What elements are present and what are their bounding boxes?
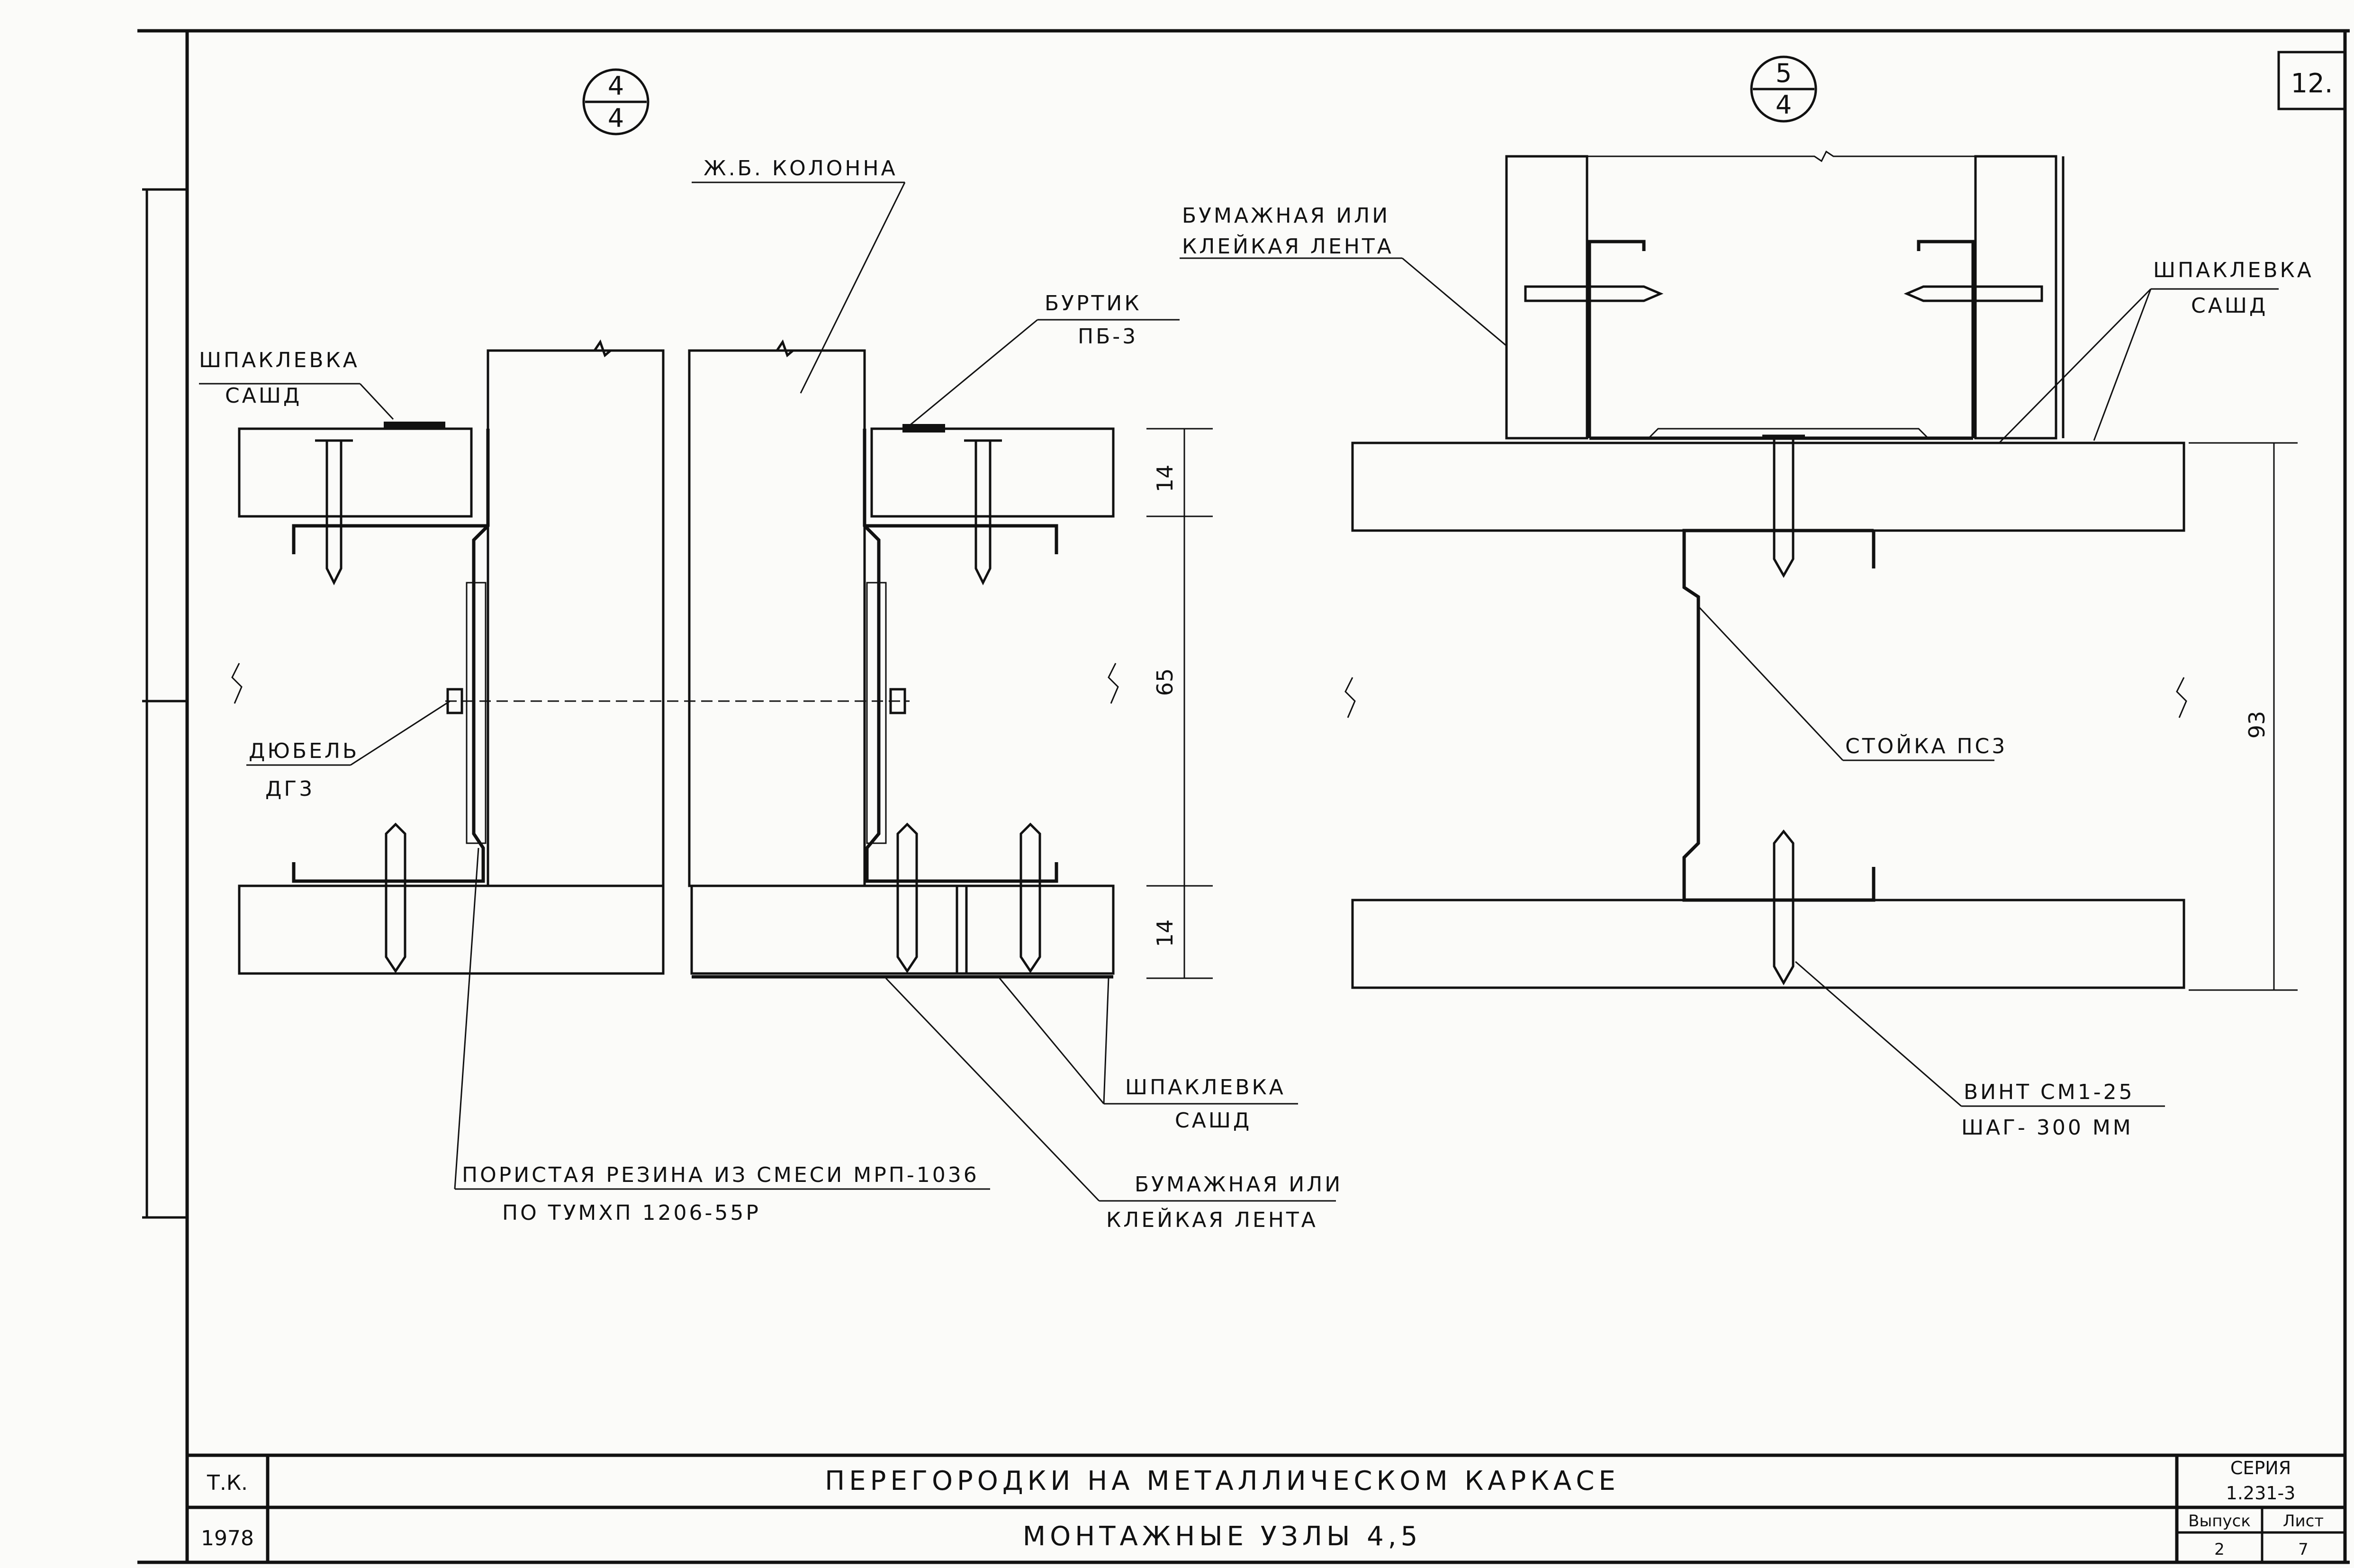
detail-marker-5: 5 4	[1750, 55, 1817, 123]
label-putty-bottom-2: САШД	[1175, 1108, 1252, 1133]
metal-profile-right	[863, 429, 1058, 883]
board-top-right	[870, 427, 1115, 518]
metal-profile-left	[292, 429, 490, 883]
board-bottom-left	[238, 884, 665, 975]
board-bottom-5	[1351, 899, 2185, 989]
label-putty-left-1: ШПАКЛЕВКА	[199, 348, 360, 372]
title-block: Т.К. 1978 ПЕРЕГОРОДКИ НА МЕТАЛЛИЧЕСКОМ К…	[187, 1453, 2345, 1562]
svg-text:5: 5	[1776, 58, 1792, 88]
rubber-strip-right	[866, 582, 887, 844]
label-tape-bottom-2: КЛЕЙКАЯ ЛЕНТА	[1106, 1207, 1318, 1232]
label-screw-1: ВИНТ СМ1-25	[1964, 1080, 2135, 1104]
label-putty-left-2: САШД	[225, 384, 302, 408]
label-tape-top-1: БУМАЖНАЯ ИЛИ	[1182, 204, 1390, 228]
drawing-title: ПЕРЕГОРОДКИ НА МЕТАЛЛИЧЕСКОМ КАРКАСЕ	[825, 1466, 1620, 1496]
label-rubber-1: ПОРИСТАЯ РЕЗИНА ИЗ СМЕСИ МРП-1036	[462, 1163, 979, 1187]
dimensions-detail-4: 14 65 14	[1146, 428, 1213, 979]
label-rubber-2: ПО ТУМХП 1206-55Р	[502, 1201, 761, 1225]
label-burtik-1: БУРТИК	[1045, 291, 1142, 315]
label-putty-right-1: ШПАКЛЕВКА	[2153, 258, 2314, 282]
leaders-detail-5	[1180, 257, 2279, 1107]
stud-ps3	[1682, 529, 1876, 902]
rubber-strip-left	[466, 582, 487, 844]
dimension-93: 93	[2189, 442, 2298, 991]
svg-text:4: 4	[1776, 90, 1792, 120]
concrete-column-left	[487, 349, 665, 887]
dim-65: 65	[1152, 668, 1178, 696]
issue-label: Выпуск	[2188, 1512, 2251, 1531]
detail-marker-4: 4 4	[582, 68, 649, 135]
label-putty-bottom-1: ШПАКЛЕВКА	[1125, 1075, 1286, 1099]
dim-14-top: 14	[1152, 465, 1178, 493]
svg-text:93: 93	[2244, 711, 2270, 739]
profile-top-left-5	[1587, 240, 1646, 438]
svg-text:4: 4	[608, 71, 624, 101]
label-putty-right-2: САШД	[2191, 294, 2268, 318]
board-vertical-right-5	[1974, 155, 2057, 440]
profile-top-right-5	[1917, 240, 1975, 438]
label-tape-top-2: КЛЕЙКАЯ ЛЕНТА	[1182, 234, 1394, 259]
screws-detail-4	[315, 439, 1041, 973]
screw-bottom-5	[1773, 829, 1795, 986]
sheet-label: Лист	[2283, 1512, 2324, 1531]
dim-14-bottom: 14	[1152, 919, 1178, 947]
label-tape-bottom-1: БУМАЖНАЯ ИЛИ	[1135, 1172, 1343, 1197]
drawing-subtitle: МОНТАЖНЫЕ УЗЛЫ 4,5	[1023, 1521, 1422, 1552]
title-year: 1978	[201, 1526, 254, 1550]
series-label: СЕРИЯ	[2230, 1458, 2291, 1478]
svg-text:4: 4	[608, 103, 624, 133]
label-stud: СТОЙКА ПС3	[1845, 733, 2007, 758]
sheet-value: 7	[2298, 1540, 2309, 1559]
tape-strip-5	[1647, 428, 1930, 439]
series-value: 1.231-3	[2226, 1483, 2296, 1504]
board-top-left	[238, 427, 473, 518]
sheet-corner-number: 12.	[2291, 68, 2333, 99]
board-vertical-left-5	[1505, 155, 1588, 440]
label-column: Ж.Б. КОЛОННА	[703, 156, 897, 180]
screw-top-5	[1773, 436, 1795, 578]
detail-5-drawing	[1344, 150, 2187, 989]
concrete-column-right	[688, 349, 866, 887]
label-burtik-2: ПБ-3	[1078, 324, 1138, 349]
issue-value: 2	[2214, 1540, 2225, 1559]
label-dowel-1: ДЮБЕЛЬ	[249, 739, 359, 763]
label-dowel-2: ДГ3	[265, 777, 315, 801]
detail-4-drawing	[231, 339, 1119, 979]
board-bottom-right	[690, 884, 1115, 975]
leaders-detail-4	[199, 181, 1336, 1202]
label-screw-2: ШАГ- 300 ММ	[1961, 1116, 2133, 1140]
board-top-5	[1351, 442, 2185, 532]
title-org: Т.К.	[207, 1471, 248, 1495]
sheet-frame	[137, 29, 2350, 1564]
sheet-corner-box: 12.	[2277, 51, 2346, 110]
